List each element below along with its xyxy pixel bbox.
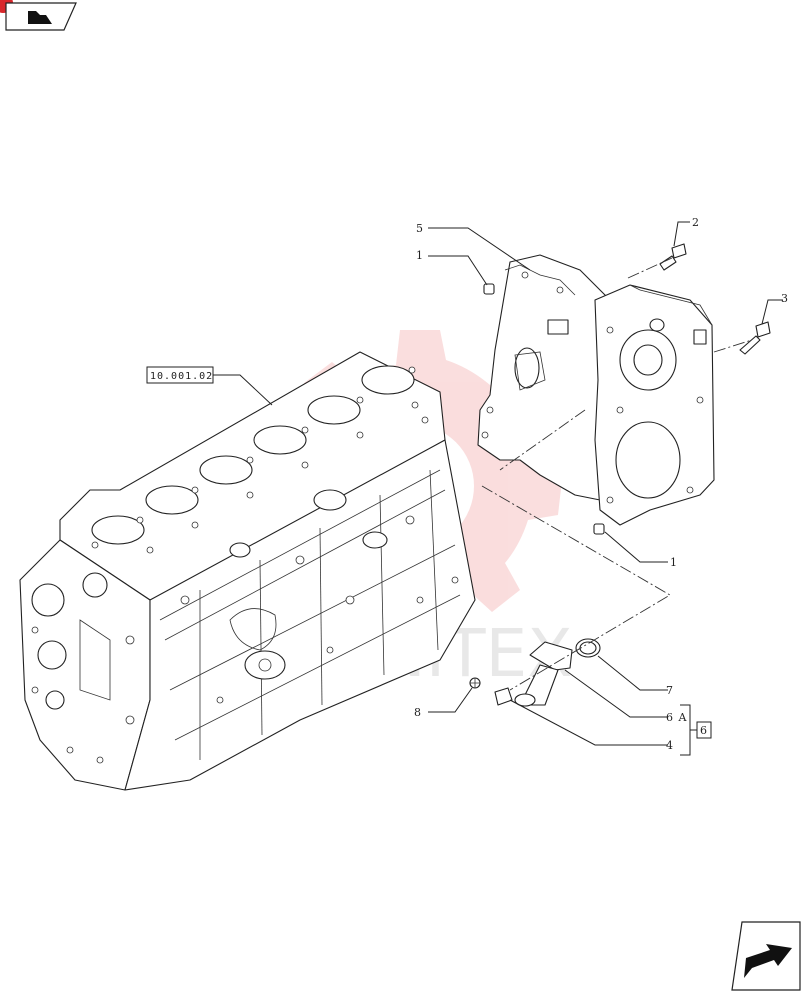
callout-6-box[interactable]: 6: [700, 724, 708, 737]
bolt-side: [739, 321, 771, 355]
next-page-arrow-icon[interactable]: [731, 921, 801, 991]
dowel-pin-bottom: [593, 523, 605, 535]
engine-block: [19, 351, 476, 791]
dowel-pin-top: [483, 283, 495, 295]
callout-6A: 6 A: [666, 711, 687, 724]
o-ring: [575, 638, 601, 658]
callout-8: 8: [414, 706, 422, 719]
bolt-upper: [659, 243, 687, 271]
plug: [494, 687, 513, 706]
screw: [469, 677, 481, 689]
page-nav-icon[interactable]: [0, 0, 77, 31]
callout-7: 7: [666, 684, 674, 697]
callout-4: 4: [666, 739, 674, 752]
filler-tube: [514, 641, 573, 707]
callout-1-bottom: 1: [670, 556, 678, 569]
callout-5: 5: [416, 222, 424, 235]
callout-1-top: 1: [416, 249, 424, 262]
reference-box-label[interactable]: 10.001.02: [150, 371, 213, 382]
gear-housing: [477, 254, 715, 526]
callout-3: 3: [781, 292, 789, 305]
group-box-frame: [696, 721, 712, 739]
callout-2: 2: [692, 216, 700, 229]
